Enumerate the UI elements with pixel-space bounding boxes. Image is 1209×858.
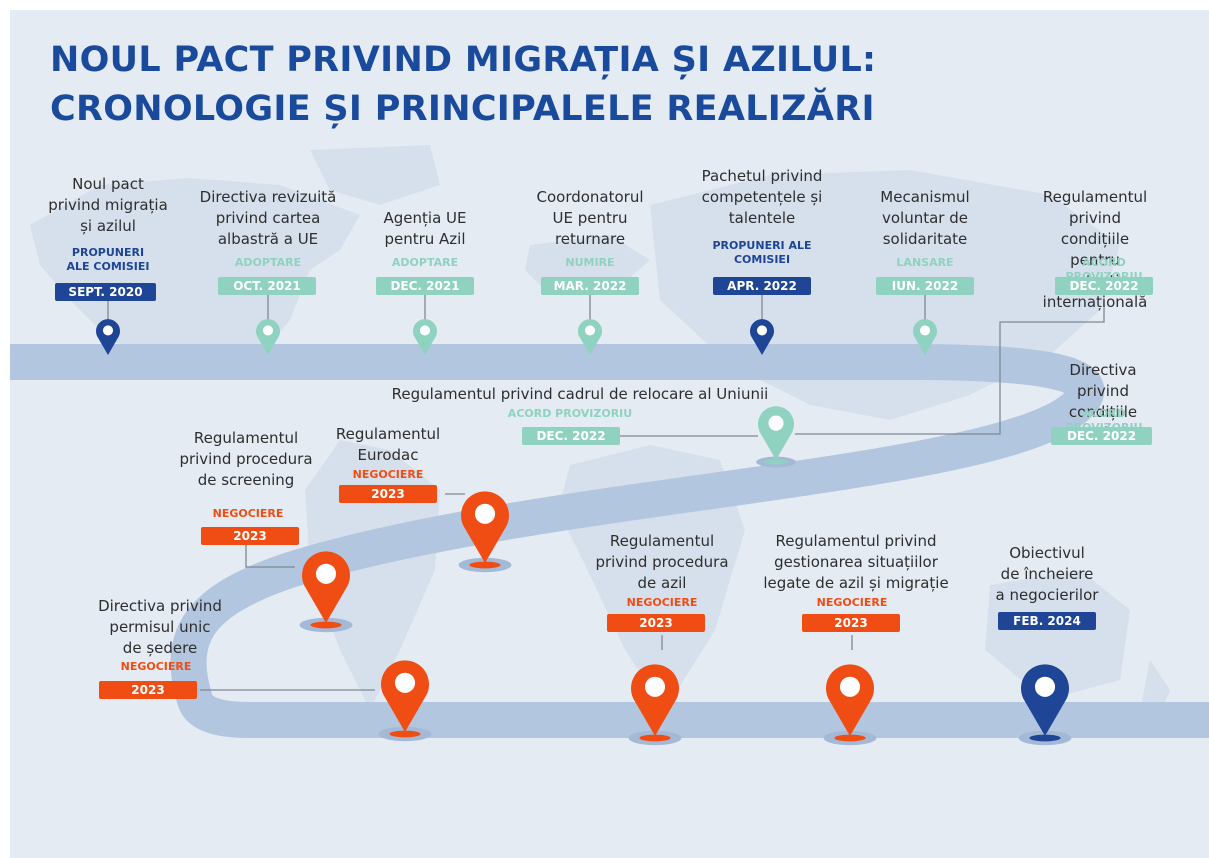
pin-center-dot (394, 672, 416, 693)
milestone-date-badge: OCT. 2021 (218, 277, 316, 295)
milestone-date-badge: DEC. 2022 (1051, 427, 1152, 445)
pin-center-dot (644, 676, 666, 697)
milestone-date-badge: 2023 (607, 614, 705, 632)
map-pins (96, 319, 1072, 746)
pin-base-ellipse (1029, 734, 1061, 742)
milestone-date-badge: IUN. 2022 (876, 277, 974, 295)
milestone-date-badge: DEC. 2022 (522, 427, 620, 445)
pin-center-dot (919, 325, 931, 336)
map-pin-icon (826, 664, 874, 736)
pin-base-ellipse (639, 734, 671, 742)
milestone-status: ADOPTARE (391, 256, 459, 269)
milestone-label: Agenția UE pentru Azil (383, 209, 467, 248)
milestone-status: ACORD PROVIZORIU (507, 407, 633, 420)
milestone-date-badge: FEB. 2024 (998, 612, 1096, 630)
pin-center-dot (419, 325, 431, 336)
milestone-date-badge: DEC. 2022 (1055, 277, 1153, 295)
milestone-date-badge: 2023 (201, 527, 299, 545)
milestone-label: Regulamentul privind cadrul de relocare … (391, 385, 769, 403)
pin-center-dot (756, 325, 768, 336)
pin-center-dot (839, 676, 861, 697)
milestone-label: Mecanismul voluntar de solidaritate (880, 188, 970, 248)
page-title-line-1: NOUL PACT PRIVIND MIGRAȚIA ȘI AZILUL: (50, 40, 877, 80)
map-pin-icon (757, 406, 794, 460)
map-pin-icon (750, 319, 774, 355)
milestone-label: Regulamentul privind condițiile pentru p… (1042, 188, 1148, 311)
map-pin-icon (413, 319, 437, 355)
milestone-status: NEGOCIERE (626, 596, 698, 609)
milestone-date-badge: 2023 (802, 614, 900, 632)
map-pin-icon (96, 319, 120, 355)
pin-center-dot (102, 325, 114, 336)
connector-lines (107, 292, 1105, 691)
milestone-status: NEGOCIERE (120, 660, 192, 673)
milestone-label: Directiva privind permisul unic de ședer… (98, 597, 222, 657)
pin-center-dot (262, 325, 274, 336)
map-pin-icon (913, 319, 937, 355)
milestone-label: Regulamentul privind procedura de azil (595, 532, 729, 592)
milestone-label: Noul pact privind migrația și azilul (48, 175, 168, 235)
milestone-date-badge: SEPT. 2020 (55, 283, 156, 301)
pin-base-ellipse (469, 561, 501, 569)
milestone-status: PROPUNERI ALE COMISIEI (66, 246, 150, 273)
milestone-label: Pachetul privind competențele și talente… (701, 167, 823, 227)
milestone-label: Obiectivul de încheiere a negocierilor (995, 544, 1099, 604)
milestone-label: Directiva revizuită privind cartea albas… (199, 188, 337, 248)
pin-center-dot (1034, 676, 1056, 697)
milestone-status: NEGOCIERE (816, 596, 888, 609)
milestone-date-badge: 2023 (339, 485, 437, 503)
milestone-status: NEGOCIERE (212, 507, 284, 520)
milestone-label: Regulamentul privind procedura de screen… (179, 429, 313, 489)
milestone-label: Coordonatorul UE pentru returnare (536, 188, 644, 248)
milestone-date-badge: MAR. 2022 (541, 277, 639, 295)
pin-center-dot (768, 415, 784, 431)
milestone-status: NUMIRE (565, 256, 615, 269)
pin-center-dot (584, 325, 596, 336)
milestone-status: NEGOCIERE (352, 468, 424, 481)
pin-base-ellipse (834, 734, 866, 742)
map-pin-icon (381, 660, 430, 732)
milestone-date-badge: DEC. 2021 (376, 277, 474, 295)
map-pin-icon (1021, 664, 1069, 736)
milestone-date-badge: 2023 (99, 681, 197, 699)
milestone-status: PROPUNERI ALE COMISIEI (712, 239, 812, 266)
pin-base-ellipse (764, 459, 788, 465)
milestone-date-badge: APR. 2022 (713, 277, 811, 295)
milestone-label: Regulamentul privind gestionarea situați… (763, 532, 949, 592)
map-pin-icon (256, 319, 280, 355)
pin-base-ellipse (310, 621, 342, 629)
pin-center-dot (315, 563, 337, 584)
map-pin-icon (631, 664, 680, 736)
infographic-canvas: NOUL PACT PRIVIND MIGRAȚIA ȘI AZILUL: CR… (10, 10, 1209, 858)
pin-base-ellipse (389, 730, 421, 738)
milestone-status: LANSARE (896, 256, 954, 269)
pin-center-dot (474, 503, 496, 524)
page-title-line-2: CRONOLOGIE ȘI PRINCIPALELE REALIZĂRI (50, 89, 875, 129)
map-pin-icon (302, 551, 350, 623)
milestone-status: ADOPTARE (234, 256, 302, 269)
map-pin-icon (578, 319, 602, 355)
milestone-label: Regulamentul Eurodac (335, 425, 441, 464)
map-pin-icon (461, 491, 509, 563)
